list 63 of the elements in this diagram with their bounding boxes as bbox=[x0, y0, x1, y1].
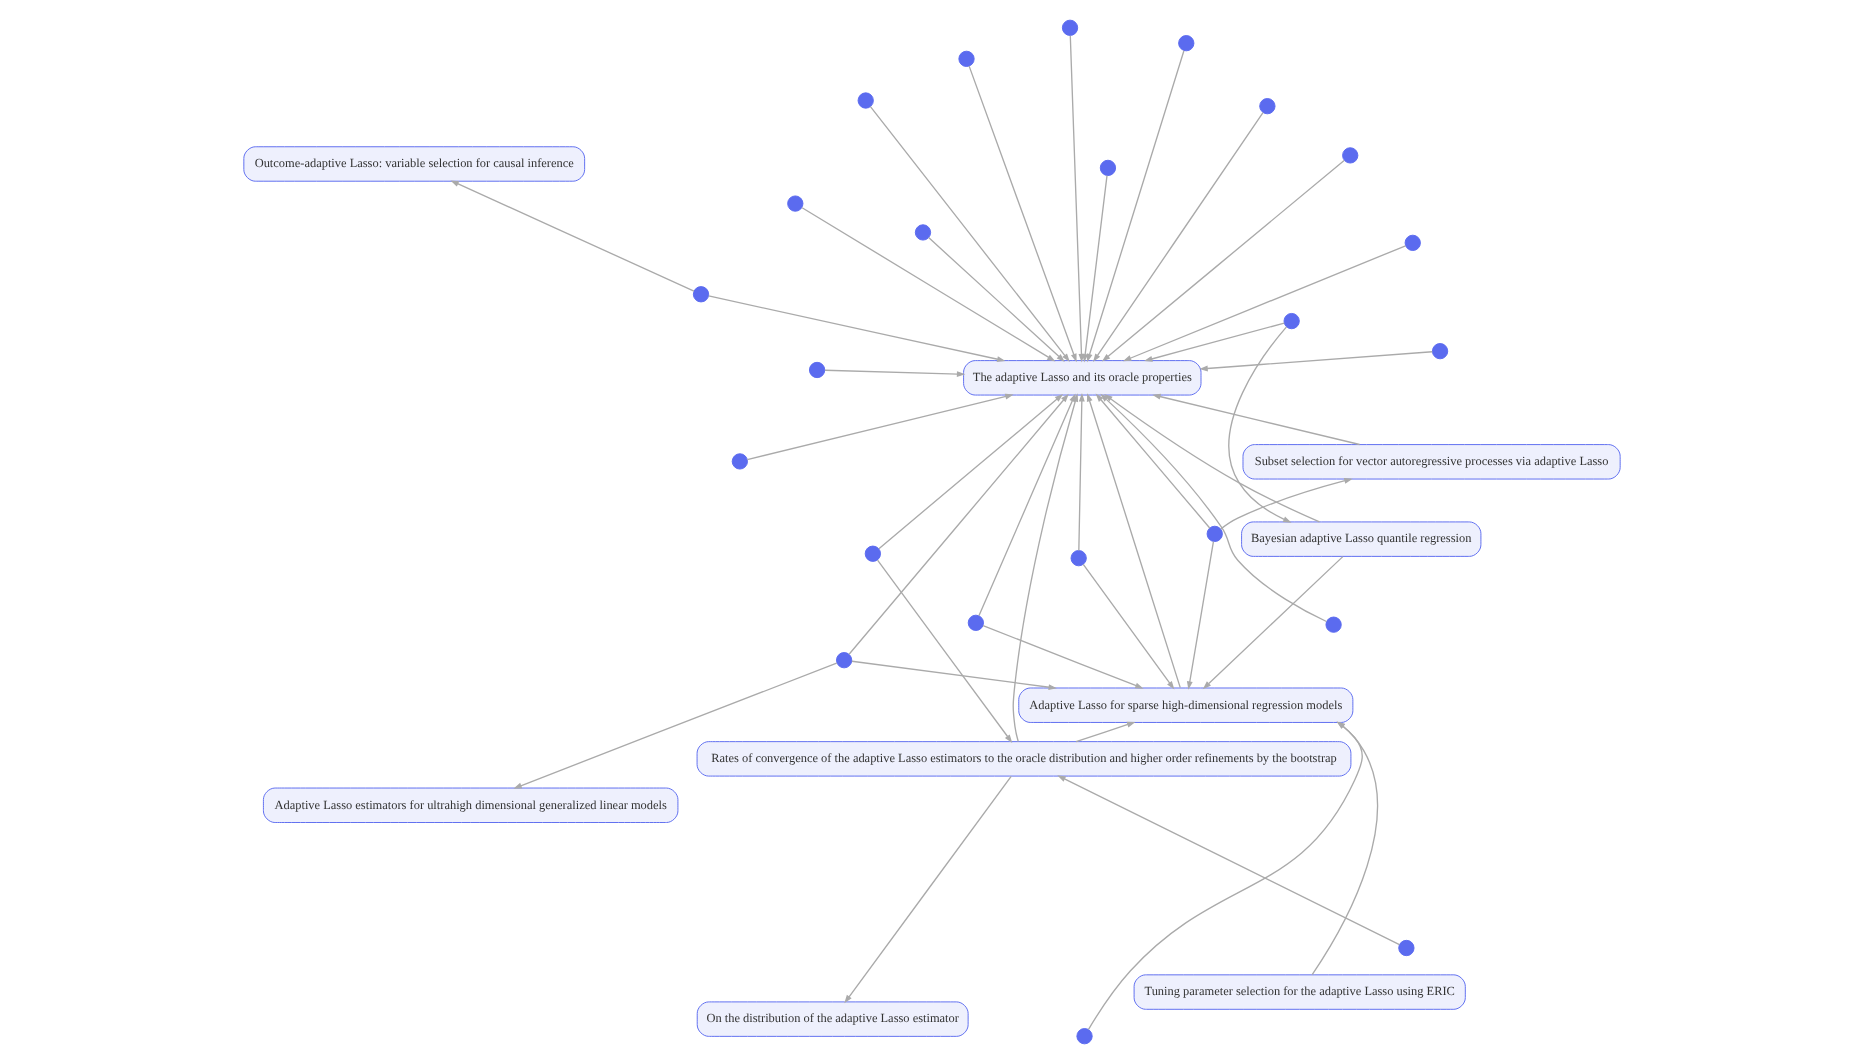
node-circle bbox=[1324, 616, 1341, 633]
node-circle bbox=[913, 224, 931, 241]
arrow bbox=[1092, 111, 1263, 363]
node-circle bbox=[1098, 159, 1116, 177]
arrow bbox=[707, 295, 1005, 363]
arrow bbox=[977, 393, 1075, 617]
arrow bbox=[1198, 351, 1432, 372]
arrow bbox=[981, 625, 1143, 689]
node-circle bbox=[966, 614, 983, 631]
arrow bbox=[875, 559, 1012, 743]
arrow bbox=[1201, 555, 1343, 690]
arrow bbox=[1094, 393, 1210, 529]
arrow bbox=[1086, 721, 1362, 1030]
node-circle bbox=[1282, 312, 1299, 330]
arrow bbox=[926, 236, 1064, 362]
arrow bbox=[745, 393, 1013, 461]
arrow bbox=[1100, 159, 1344, 362]
arrow bbox=[512, 662, 837, 789]
arrow bbox=[823, 369, 965, 378]
arrow bbox=[1011, 393, 1078, 743]
node-circle bbox=[1403, 234, 1420, 251]
arrow bbox=[1227, 326, 1291, 523]
arrow bbox=[1151, 393, 1360, 446]
node-circle bbox=[1060, 19, 1078, 36]
arrow bbox=[1077, 393, 1084, 552]
arrow bbox=[850, 660, 1056, 691]
arrow bbox=[1081, 174, 1107, 363]
arrow bbox=[1310, 721, 1377, 976]
arrow bbox=[1074, 721, 1135, 743]
arrow bbox=[1143, 322, 1284, 362]
node-circle bbox=[1258, 98, 1275, 115]
arrow bbox=[1185, 541, 1214, 690]
arrow bbox=[1099, 393, 1327, 623]
arrow bbox=[1068, 35, 1084, 363]
node-circle bbox=[1341, 147, 1358, 164]
node-circle bbox=[1177, 35, 1194, 52]
node-circle bbox=[786, 195, 803, 212]
node-circle bbox=[1397, 939, 1414, 957]
arrow bbox=[967, 65, 1076, 363]
node-circle bbox=[1430, 343, 1448, 360]
node-circle bbox=[957, 50, 974, 67]
node-circle bbox=[835, 652, 852, 669]
arrow bbox=[1121, 245, 1406, 362]
arrow bbox=[847, 393, 1068, 655]
arrow bbox=[1056, 775, 1400, 946]
arrow bbox=[843, 775, 1011, 1004]
arrow bbox=[1219, 477, 1352, 530]
arrow bbox=[1103, 394, 1320, 523]
node-circle bbox=[863, 545, 880, 562]
arrow bbox=[868, 105, 1069, 362]
node-circle bbox=[1069, 550, 1086, 567]
arrow bbox=[800, 207, 1055, 362]
node-circle bbox=[1205, 525, 1222, 542]
node-circle bbox=[807, 361, 825, 379]
node-circle bbox=[1075, 1028, 1092, 1045]
arrow bbox=[449, 180, 694, 292]
arrow bbox=[1085, 50, 1184, 363]
arrow bbox=[1081, 563, 1174, 690]
node-circle bbox=[730, 453, 747, 470]
arrow bbox=[877, 393, 1063, 550]
arrow bbox=[1085, 393, 1180, 689]
node-circle bbox=[691, 286, 709, 303]
node-circle bbox=[856, 92, 873, 109]
